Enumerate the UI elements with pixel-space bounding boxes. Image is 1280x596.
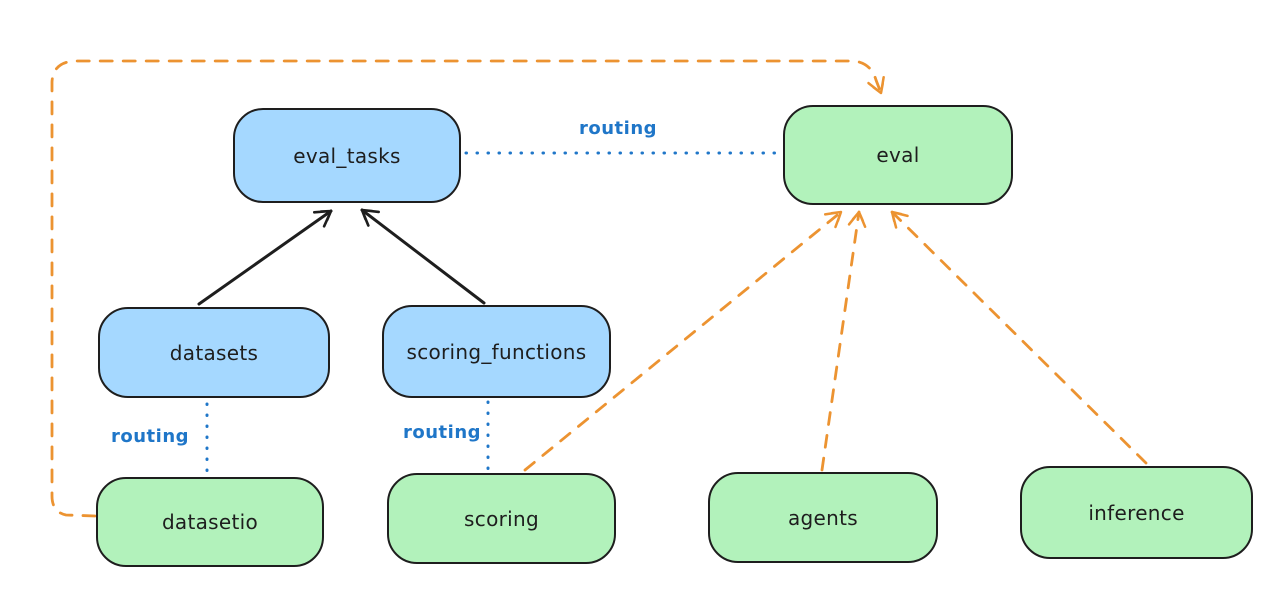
node-datasetio: datasetio [96,477,324,567]
edge-inference-eval [890,210,1148,465]
node-scoring-functions-label: scoring_functions [406,339,587,364]
node-scoring-functions: scoring_functions [382,305,611,398]
node-eval-tasks-label: eval_tasks [293,143,401,168]
edge-label-routing-datasets: routing [110,426,190,447]
node-datasetio-label: datasetio [161,510,259,534]
edge-agents-eval [820,210,867,472]
edge-scoring_functions-eval_tasks [360,208,486,305]
node-scoring-label: scoring [464,506,539,531]
node-datasets-label: datasets [169,340,259,365]
edge-label-routing-scoring: routing [402,422,482,443]
node-agents: agents [708,472,938,563]
node-eval-label: eval [876,143,920,167]
node-agents-label: agents [788,505,858,530]
node-datasets: datasets [98,307,330,398]
edge-scoring-eval [523,210,843,472]
edge-datasetio-eval [50,59,885,518]
node-scoring: scoring [387,473,616,564]
node-eval-tasks: eval_tasks [233,108,461,203]
edge-label-routing-top: routing [578,118,658,139]
node-inference-label: inference [1088,500,1185,525]
edge-datasets-eval_tasks [197,209,333,306]
node-eval: eval [783,105,1013,205]
node-inference: inference [1020,466,1253,559]
